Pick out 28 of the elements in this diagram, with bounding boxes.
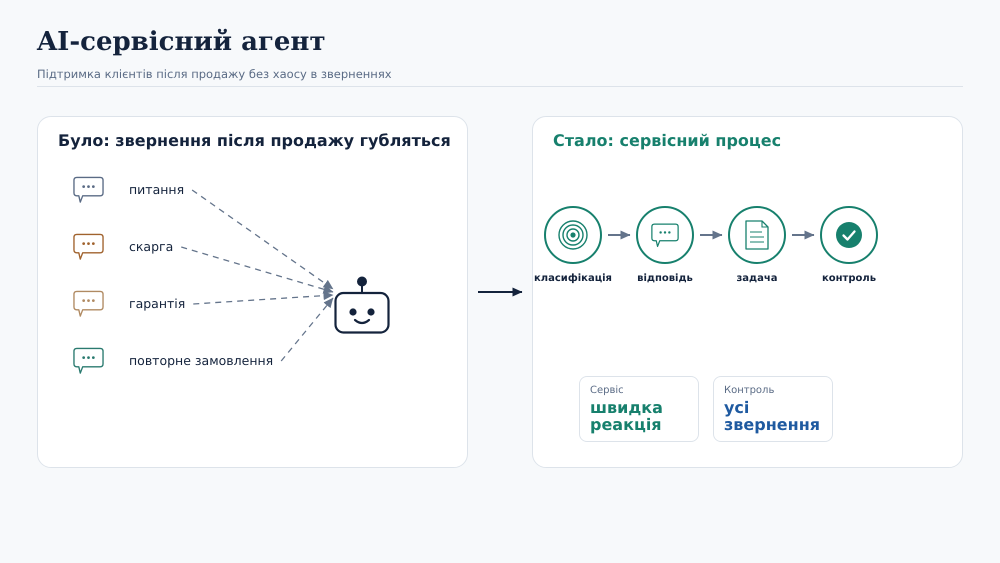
stat-value: усі звернення — [724, 399, 822, 433]
panel-heading: Було: звернення після продажу губляться — [58, 131, 451, 151]
step-label: класифікація — [534, 272, 612, 285]
dashed-arrow — [193, 291, 334, 305]
stat-label: Контроль — [724, 384, 776, 397]
stat-card — [579, 376, 699, 442]
panel — [532, 116, 963, 468]
topic-label: питання — [129, 182, 184, 198]
subtitle: Підтримка клієнтів після продажу без хаосу в зверненнях — [37, 67, 392, 82]
title: AI-сервісний агент — [37, 26, 326, 58]
panel-heading: Стало: сервісний процес — [553, 131, 782, 151]
dashed-arrow — [280, 298, 334, 362]
stat-value: швидка реакція — [590, 399, 664, 433]
arrow — [700, 230, 722, 240]
step-label: відповідь — [637, 272, 693, 285]
dashed-arrow — [181, 246, 334, 294]
stat-card — [713, 376, 833, 442]
stat-label: Сервіс — [590, 384, 625, 397]
step-label: контроль — [822, 272, 876, 285]
panel — [37, 116, 468, 468]
topic-label: повторне замовлення — [129, 353, 274, 369]
arrow — [478, 288, 522, 296]
dashed-arrow — [192, 189, 334, 290]
topic-label: гарантія — [129, 296, 186, 312]
arrow — [608, 230, 630, 240]
topic-label: скарга — [129, 239, 174, 255]
step-label: задача — [736, 272, 778, 285]
arrow — [792, 230, 814, 240]
